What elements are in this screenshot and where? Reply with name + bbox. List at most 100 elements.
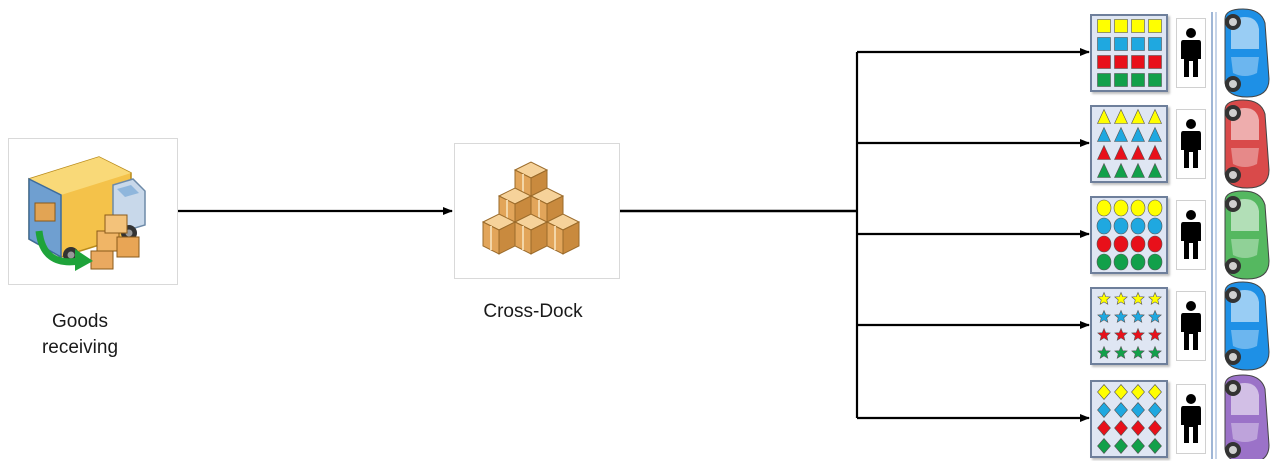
square-item bbox=[1148, 19, 1162, 33]
circle-item bbox=[1096, 217, 1112, 235]
triangle-item bbox=[1114, 162, 1128, 178]
square-item bbox=[1131, 73, 1145, 87]
square-grid-icon bbox=[1097, 19, 1162, 87]
square-item bbox=[1114, 37, 1128, 51]
star-item bbox=[1148, 327, 1162, 341]
circle-item bbox=[1113, 199, 1129, 217]
diamond-item bbox=[1131, 384, 1145, 400]
circle-item bbox=[1147, 235, 1163, 253]
star-item bbox=[1148, 309, 1162, 323]
person-icon bbox=[1181, 28, 1201, 77]
diamond-item bbox=[1148, 384, 1162, 400]
diamond-grid-icon bbox=[1097, 384, 1162, 454]
circle-item bbox=[1130, 235, 1146, 253]
star-item bbox=[1097, 345, 1111, 359]
goods-receiving-label: Goods receiving bbox=[10, 309, 150, 361]
sorted-items-panel-diamond bbox=[1090, 380, 1168, 458]
goods-receiving-label-line1: Goods bbox=[52, 311, 108, 332]
circle-item bbox=[1096, 235, 1112, 253]
square-item bbox=[1148, 73, 1162, 87]
diamond-item bbox=[1097, 402, 1111, 418]
person-icon bbox=[1181, 394, 1201, 443]
cardboard-box bbox=[481, 213, 517, 255]
goods-receiving-box bbox=[8, 138, 178, 285]
delivery-truck-icon bbox=[28, 156, 146, 271]
triangle-item bbox=[1097, 162, 1111, 178]
star-item bbox=[1114, 309, 1128, 323]
car-icon bbox=[1224, 281, 1270, 371]
triangle-item bbox=[1131, 126, 1145, 142]
star-grid-icon bbox=[1097, 291, 1162, 359]
triangle-item bbox=[1114, 144, 1128, 160]
car-icon bbox=[1224, 99, 1270, 189]
circle-item bbox=[1147, 217, 1163, 235]
circle-item bbox=[1096, 199, 1112, 217]
triangle-item bbox=[1148, 144, 1162, 160]
triangle-item bbox=[1131, 162, 1145, 178]
triangle-item bbox=[1114, 108, 1128, 124]
circle-item bbox=[1096, 253, 1112, 271]
triangle-item bbox=[1131, 144, 1145, 160]
triangle-item bbox=[1131, 108, 1145, 124]
worker-box bbox=[1176, 291, 1206, 361]
worker-box bbox=[1176, 18, 1206, 88]
triangle-item bbox=[1148, 126, 1162, 142]
circle-item bbox=[1113, 235, 1129, 253]
sorted-items-panel-square bbox=[1090, 14, 1168, 92]
diamond-item bbox=[1097, 384, 1111, 400]
square-item bbox=[1148, 37, 1162, 51]
circle-item bbox=[1147, 253, 1163, 271]
diamond-item bbox=[1097, 420, 1111, 436]
car-icon bbox=[1224, 190, 1270, 280]
circle-item bbox=[1130, 253, 1146, 271]
triangle-item bbox=[1114, 126, 1128, 142]
diamond-item bbox=[1131, 420, 1145, 436]
circle-grid-icon bbox=[1096, 199, 1163, 271]
diamond-item bbox=[1131, 402, 1145, 418]
star-item bbox=[1097, 309, 1111, 323]
goods-receiving-label-line2: receiving bbox=[41, 337, 119, 358]
person-icon bbox=[1181, 301, 1201, 350]
square-item bbox=[1097, 55, 1111, 69]
square-item bbox=[1097, 37, 1111, 51]
worker-box bbox=[1176, 200, 1206, 270]
star-item bbox=[1131, 291, 1145, 305]
star-item bbox=[1131, 309, 1145, 323]
star-item bbox=[1114, 345, 1128, 359]
star-item bbox=[1131, 345, 1145, 359]
cross-dock-label: Cross-Dock bbox=[483, 301, 583, 322]
square-item bbox=[1114, 55, 1128, 69]
cross-dock-box bbox=[454, 143, 620, 279]
diamond-item bbox=[1114, 402, 1128, 418]
diamond-item bbox=[1114, 438, 1128, 454]
diamond-item bbox=[1148, 438, 1162, 454]
square-item bbox=[1131, 55, 1145, 69]
square-item bbox=[1097, 19, 1111, 33]
diamond-item bbox=[1148, 402, 1162, 418]
diamond-item bbox=[1097, 438, 1111, 454]
stacked-boxes-icon bbox=[481, 161, 581, 255]
person-icon bbox=[1181, 210, 1201, 259]
triangle-item bbox=[1097, 126, 1111, 142]
worker-box bbox=[1176, 384, 1206, 454]
star-item bbox=[1097, 327, 1111, 341]
star-item bbox=[1148, 291, 1162, 305]
star-item bbox=[1148, 345, 1162, 359]
car-icon bbox=[1224, 374, 1270, 459]
star-item bbox=[1131, 327, 1145, 341]
car-icon bbox=[1224, 8, 1270, 98]
cardboard-box bbox=[513, 213, 549, 255]
square-item bbox=[1097, 73, 1111, 87]
square-item bbox=[1148, 55, 1162, 69]
person-icon bbox=[1181, 119, 1201, 168]
circle-item bbox=[1130, 217, 1146, 235]
triangle-item bbox=[1148, 162, 1162, 178]
triangle-item bbox=[1097, 144, 1111, 160]
square-item bbox=[1131, 19, 1145, 33]
circle-item bbox=[1113, 217, 1129, 235]
star-item bbox=[1114, 291, 1128, 305]
sorted-items-panel-star bbox=[1090, 287, 1168, 365]
diamond-item bbox=[1148, 420, 1162, 436]
circle-item bbox=[1130, 199, 1146, 217]
